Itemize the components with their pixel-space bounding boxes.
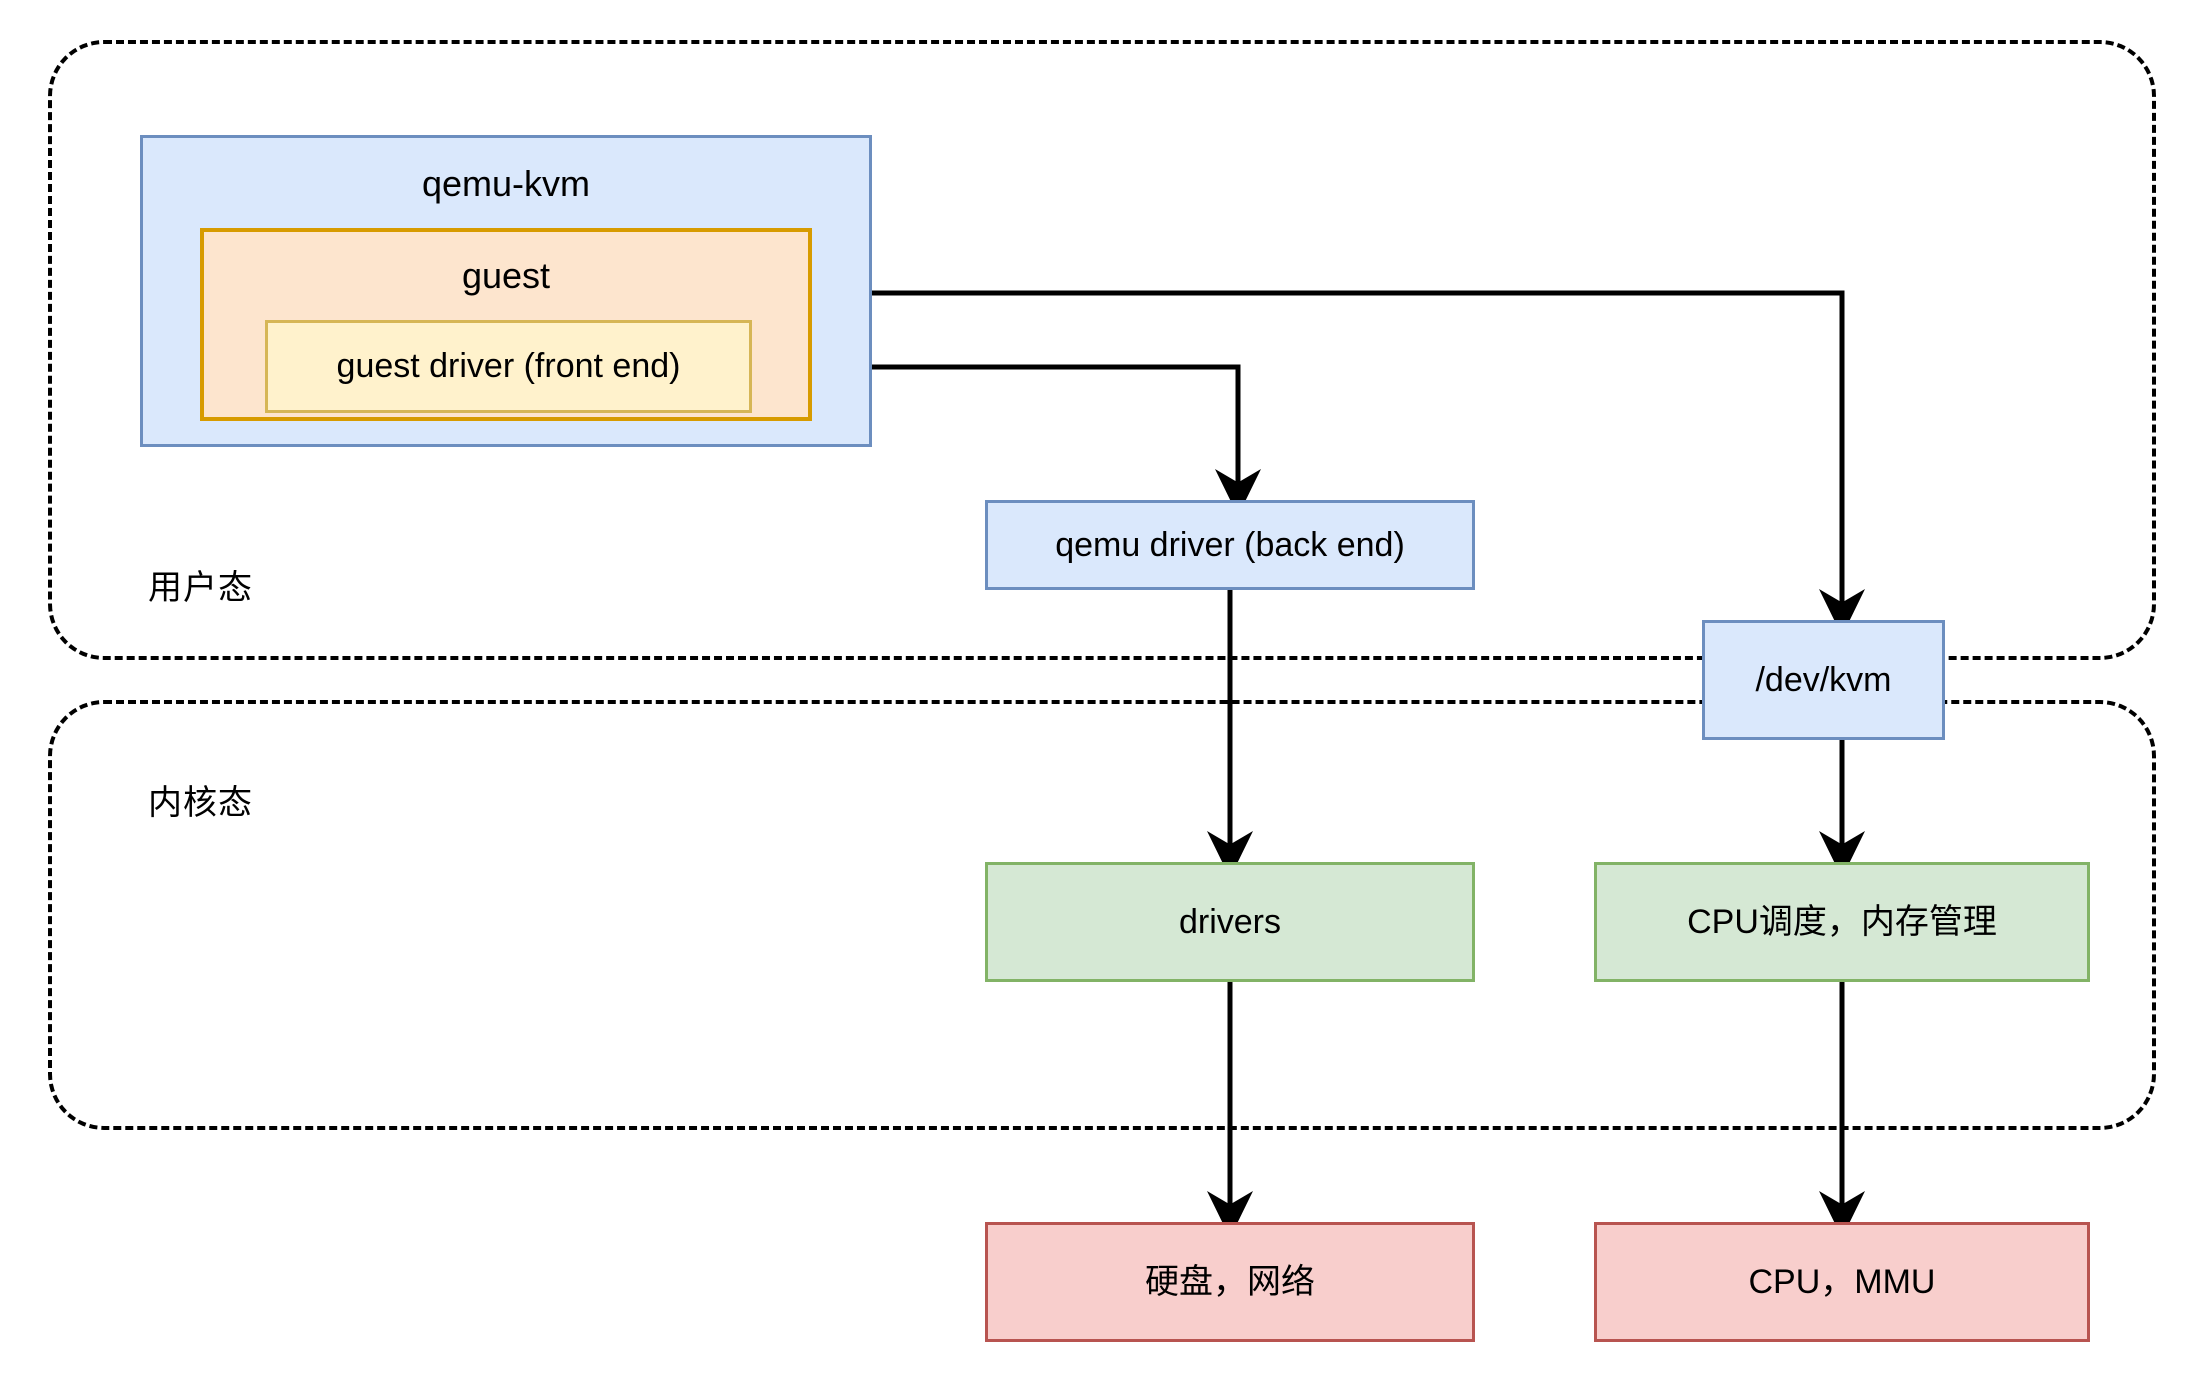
node-dev-kvm-label: /dev/kvm — [1755, 660, 1892, 699]
node-drivers-label: drivers — [1178, 902, 1282, 941]
group-user-mode-label: 用户态 — [148, 569, 253, 607]
node-cpu-mmu-label: CPU，MMU — [1748, 1262, 1936, 1301]
node-qemu-kvm-label: qemu-kvm — [421, 163, 591, 204]
group-kernel-mode-label: 内核态 — [148, 784, 253, 822]
node-guest-driver-front-end-label: guest driver (front end) — [336, 347, 681, 386]
node-cpu-scheduling-memory-management-label: CPU调度，内存管理 — [1687, 902, 1997, 941]
node-cpu-scheduling-memory-management[interactable]: CPU调度，内存管理 — [1594, 862, 2090, 982]
node-dev-kvm[interactable]: /dev/kvm — [1702, 620, 1945, 740]
node-qemu-driver-back-end[interactable]: qemu driver (back end) — [985, 500, 1475, 590]
node-drivers[interactable]: drivers — [985, 862, 1475, 982]
node-guest-driver-front-end[interactable]: guest driver (front end) — [265, 320, 752, 413]
node-guest-label: guest — [461, 255, 551, 296]
group-kernel-mode — [48, 700, 2156, 1130]
group-user-mode — [48, 40, 2156, 660]
node-disk-network[interactable]: 硬盘，网络 — [985, 1222, 1475, 1342]
node-disk-network-label: 硬盘，网络 — [1145, 1262, 1315, 1301]
node-cpu-mmu[interactable]: CPU，MMU — [1594, 1222, 2090, 1342]
node-qemu-driver-back-end-label: qemu driver (back end) — [1055, 525, 1405, 564]
